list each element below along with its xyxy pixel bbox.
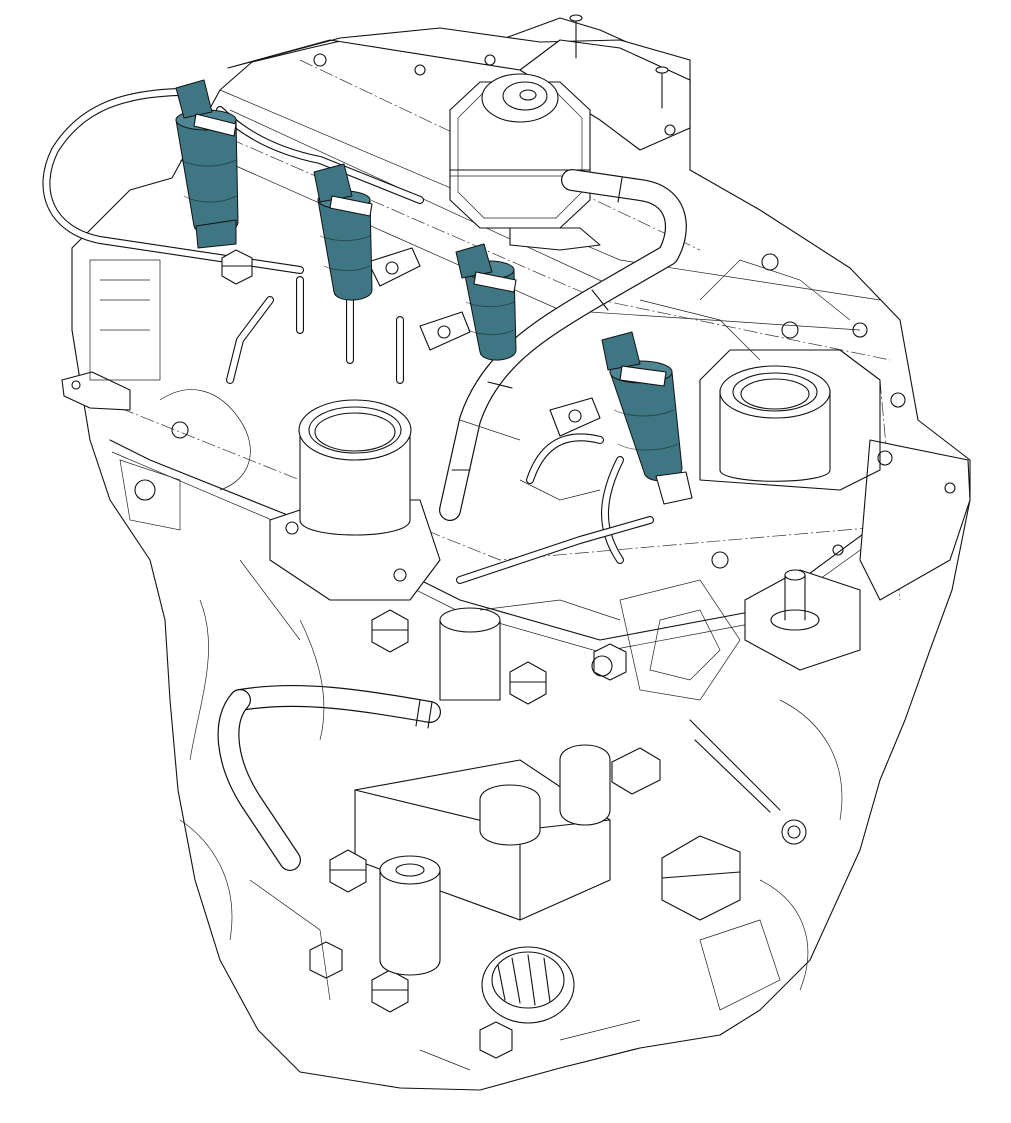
lower-cylinder xyxy=(379,855,441,976)
clamps xyxy=(367,247,601,437)
central-actuator xyxy=(449,73,601,251)
thermostat-housing xyxy=(269,399,441,601)
centerline-2 xyxy=(99,399,961,561)
casting-detail xyxy=(89,253,906,1071)
oil-filler xyxy=(699,349,881,491)
fuel-injector-4 xyxy=(601,331,693,505)
flange-hole-2 xyxy=(832,544,844,556)
left-bracket xyxy=(61,371,131,411)
bolt xyxy=(371,609,409,653)
bolt xyxy=(221,249,253,285)
right-sensor-boss xyxy=(744,569,861,671)
fuel-injector-1 xyxy=(175,79,239,249)
bolt xyxy=(329,849,367,893)
fuel-injectors xyxy=(175,79,693,505)
coolant-hoses xyxy=(217,169,687,871)
bolt xyxy=(309,941,343,979)
bolt xyxy=(593,643,627,681)
right-flange xyxy=(859,439,971,601)
bolts xyxy=(221,249,807,1059)
fuel-injector-2 xyxy=(313,163,373,301)
bolt xyxy=(479,1021,513,1059)
oil-filter-cap xyxy=(481,946,575,1024)
bolt xyxy=(371,969,409,1013)
bracket-hole xyxy=(71,380,81,390)
bolt xyxy=(781,819,807,845)
sensor-connector xyxy=(559,744,741,921)
fuel-injector-3 xyxy=(455,243,517,361)
bolt xyxy=(509,661,547,705)
flange-hole xyxy=(944,482,956,494)
